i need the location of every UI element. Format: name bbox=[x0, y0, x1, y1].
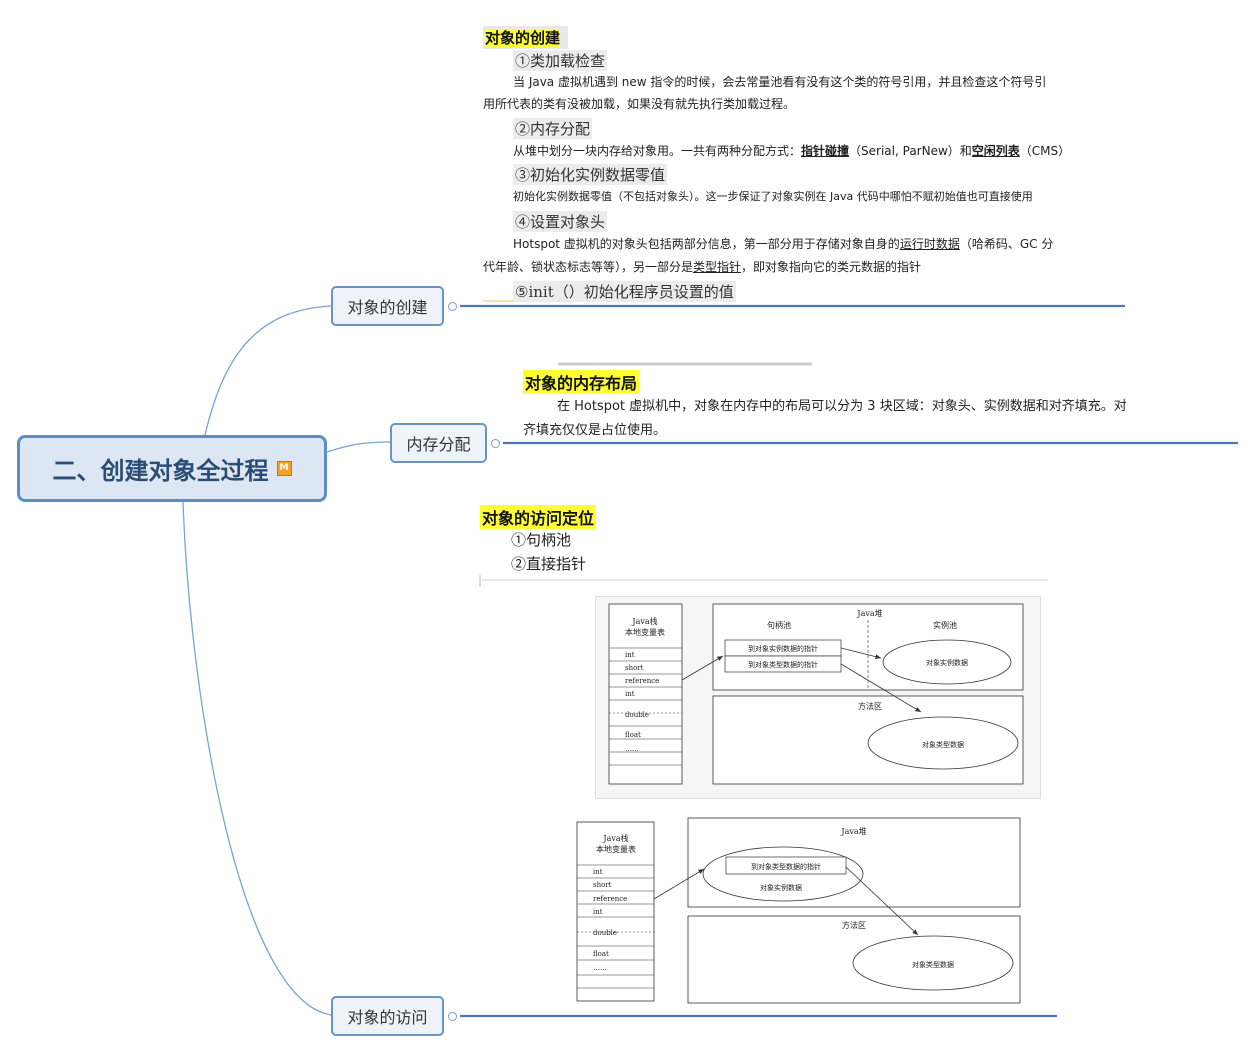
access-item-handle-pool: ①句柄池 bbox=[511, 531, 572, 549]
step3-text: 初始化实例数据零值（不包括对象头）。这一步保证了对象实例在 Java 代码中哪怕… bbox=[513, 190, 1033, 203]
branch-memory-allocation[interactable]: 内存分配 bbox=[390, 423, 487, 463]
stack-row-int: int bbox=[625, 651, 635, 659]
memory-text-line2: 齐填充仅仅是占位使用。 bbox=[523, 423, 667, 438]
stack-row-reference: reference bbox=[625, 677, 659, 685]
runtime-data-term: 运行时数据 bbox=[899, 237, 960, 251]
collapse-toggle-icon[interactable] bbox=[448, 1012, 457, 1021]
branch-label: 内存分配 bbox=[406, 435, 471, 454]
step2-text: 从堆中划分一块内存给对象用。一共有两种分配方式：指针碰撞（Serial, Par… bbox=[513, 144, 1071, 158]
step1-text-line1: 当 Java 虚拟机遇到 new 指令的时候，会去常量池看有没有这个类的符号引用… bbox=[513, 75, 1047, 89]
instance-data-label: 对象实例数据 bbox=[760, 883, 802, 892]
instance-pool-label: 实例池 bbox=[933, 620, 957, 630]
stack-row-ellipsis: …… bbox=[625, 745, 639, 753]
type-pointer-term: 类型指针 bbox=[693, 260, 742, 274]
step5-title: ⑤init（）初始化程序员设置的值 bbox=[513, 281, 736, 302]
stack-row-short: short bbox=[593, 881, 612, 889]
branch-label: 对象的创建 bbox=[347, 298, 428, 317]
stack-row-double: double bbox=[625, 711, 649, 719]
memo-icon[interactable]: M bbox=[276, 461, 292, 476]
step2-title: ②内存分配 bbox=[513, 118, 593, 139]
access-item-direct-pointer: ②直接指针 bbox=[511, 555, 587, 573]
stack-row-double: double bbox=[593, 929, 617, 937]
memory-text-line1: 在 Hotspot 虚拟机中，对象在内存中的布局可以分为 3 块区域：对象头、实… bbox=[557, 399, 1127, 414]
handle-pool-label: 句柄池 bbox=[767, 620, 791, 630]
branch-object-access[interactable]: 对象的访问 bbox=[331, 996, 444, 1036]
stack-row-float: float bbox=[593, 950, 609, 958]
access-heading: 对象的访问定位 bbox=[480, 505, 597, 529]
stack-title-line2: 本地变量表 bbox=[625, 627, 665, 637]
type-data-label: 对象类型数据 bbox=[912, 960, 954, 969]
collapse-toggle-icon[interactable] bbox=[448, 302, 457, 311]
stack-row-int-2: int bbox=[625, 690, 635, 698]
stack-title-line2: 本地变量表 bbox=[596, 844, 636, 854]
branch-label: 对象的访问 bbox=[347, 1008, 428, 1027]
step1-text-line2: 用所代表的类有没被加载，如果没有就先执行类加载过程。 bbox=[483, 97, 796, 111]
stack-row-short: short bbox=[625, 664, 644, 672]
stack-row-float: float bbox=[625, 731, 641, 739]
memory-heading: 对象的内存布局 bbox=[523, 370, 640, 394]
root-topic-title: 二、创建对象全过程 bbox=[52, 457, 269, 485]
stack-title-line1: Java栈 bbox=[602, 833, 628, 843]
ptr-type-data: 到对象类型数据的指针 bbox=[748, 660, 818, 669]
step3-title: ③初始化实例数据零值 bbox=[513, 164, 668, 185]
step1-title: ①类加载检查 bbox=[513, 50, 608, 71]
ptr-instance-data: 到对象实例数据的指针 bbox=[748, 644, 818, 653]
step4-text-line2: 代年龄、锁状态标志等等），另一部分是类型指针，即对象指向它的类元数据的指针 bbox=[483, 260, 922, 274]
type-data-label: 对象类型数据 bbox=[922, 740, 964, 749]
collapse-toggle-icon[interactable] bbox=[491, 439, 500, 448]
stack-row-ellipsis: …… bbox=[593, 964, 607, 972]
handle-pool-diagram: Java栈 本地变量表 int short reference int doub… bbox=[595, 596, 1041, 799]
instance-data-label: 对象实例数据 bbox=[926, 658, 968, 667]
step4-text-line1: Hotspot 虚拟机的对象头包括两部分信息，第一部分用于存储对象自身的运行时数… bbox=[513, 237, 1054, 251]
method-area-label: 方法区 bbox=[858, 701, 882, 711]
heap-label: Java堆 bbox=[856, 608, 882, 618]
free-list-term: 空闲列表 bbox=[971, 144, 1020, 158]
branch-object-creation[interactable]: 对象的创建 bbox=[331, 286, 444, 326]
heap-label: Java堆 bbox=[840, 826, 866, 836]
stack-row-reference: reference bbox=[593, 895, 627, 903]
creation-heading: 对象的创建 bbox=[483, 26, 569, 49]
root-topic[interactable]: 二、创建对象全过程 M bbox=[17, 435, 327, 502]
step4-title: ④设置对象头 bbox=[513, 211, 608, 232]
stack-row-int: int bbox=[593, 868, 603, 876]
stack-title-line1: Java栈 bbox=[631, 616, 657, 626]
ptr-type-data: 到对象类型数据的指针 bbox=[751, 862, 821, 871]
bump-pointer-term: 指针碰撞 bbox=[801, 144, 850, 158]
memory-text: 在 Hotspot 虚拟机中，对象在内存中的布局可以分为 3 块区域：对象头、实… bbox=[523, 395, 1223, 443]
direct-pointer-diagram: Java栈 本地变量表 int short reference int doub… bbox=[576, 817, 1021, 1004]
stack-row-int-2: int bbox=[593, 908, 603, 916]
method-area-label: 方法区 bbox=[842, 920, 866, 930]
